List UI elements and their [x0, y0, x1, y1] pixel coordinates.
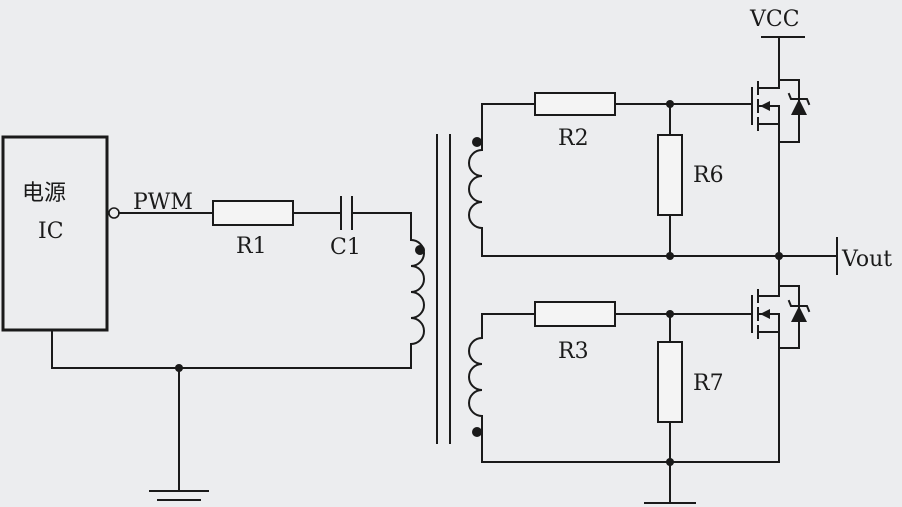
power-ic-box	[1, 135, 109, 332]
r6-label: R6	[693, 163, 724, 188]
vcc-label: VCC	[749, 7, 800, 32]
r2-label: R2	[558, 126, 589, 151]
resistor-r3	[534, 301, 616, 327]
secondary2-winding	[468, 313, 483, 463]
secondary2-dot	[472, 427, 482, 437]
wire-primary-return	[51, 329, 412, 369]
wire-c1-primary	[351, 212, 412, 241]
pwm-label: PWM	[133, 190, 193, 215]
ic-label-line2: IC	[38, 219, 64, 244]
secondary1-winding	[468, 103, 483, 257]
resistor-r1	[212, 200, 294, 226]
c1-label: C1	[330, 235, 361, 260]
mosfet-q1	[751, 79, 811, 257]
resistor-r7	[657, 341, 683, 423]
pwm-pin	[108, 207, 120, 219]
ground-symbol	[149, 490, 209, 501]
vout-label: Vout	[841, 247, 892, 272]
resistor-r6	[657, 134, 683, 216]
r3-label: R3	[558, 339, 589, 364]
mosfet-q2	[751, 255, 811, 463]
primary-winding	[409, 238, 425, 346]
capacitor-c1	[340, 196, 353, 230]
resistor-r2	[534, 92, 616, 116]
r1-label: R1	[236, 234, 267, 259]
secondary1-dot	[472, 137, 482, 147]
ic-label-line1: 电源	[22, 181, 66, 206]
r7-label: R7	[693, 371, 724, 396]
